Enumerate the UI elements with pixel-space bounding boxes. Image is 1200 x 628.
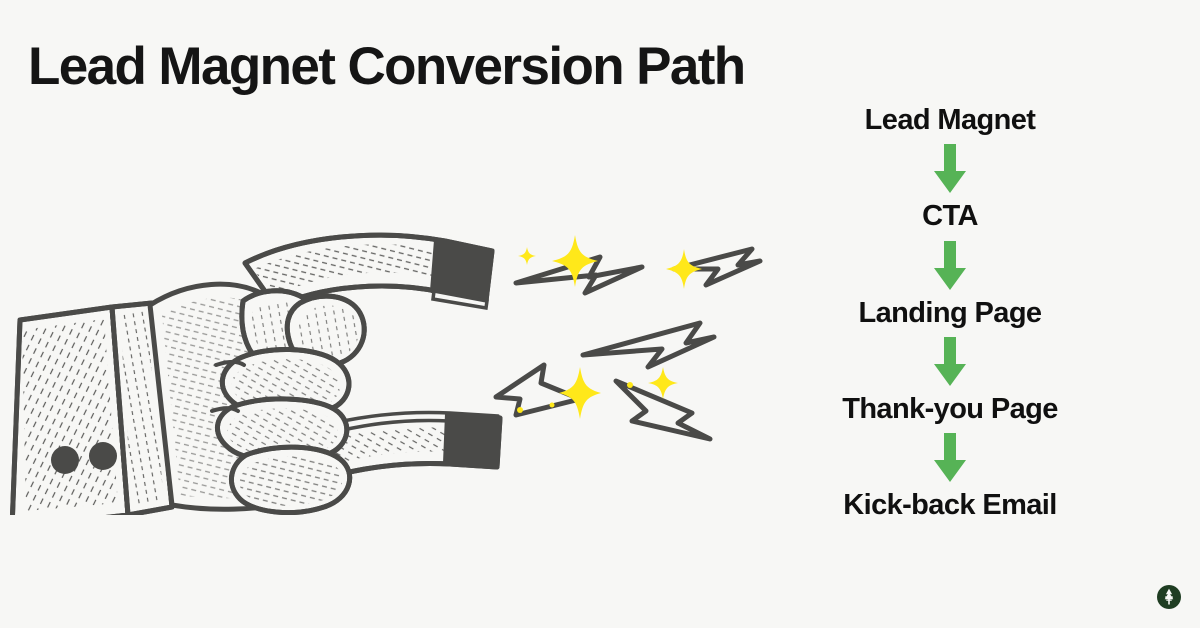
lightning-bolt-icon <box>513 254 645 296</box>
magnet-illustration-svg <box>9 232 763 515</box>
page-title: Lead Magnet Conversion Path <box>28 37 746 96</box>
down-arrow-icon <box>933 240 967 291</box>
sparkle-dot-icon <box>627 382 633 388</box>
down-arrow-icon <box>933 337 967 387</box>
flow-step-cta: CTA <box>922 200 978 233</box>
lightning-bolt-icon <box>580 320 717 370</box>
sparkle-icon <box>666 249 702 289</box>
lightning-bolt-icon <box>671 246 763 288</box>
sparkle-dot-icon <box>549 402 555 408</box>
sparkle-icon <box>559 367 601 419</box>
flow-step-kick-back-email: Kick-back Email <box>843 489 1057 522</box>
suit-sleeve <box>9 300 175 515</box>
flow-step-lead-magnet: Lead Magnet <box>864 104 1036 136</box>
down-arrow-icon <box>933 433 967 483</box>
conversion-flow: Lead Magnet CTA Landing Page Thank-you P… <box>760 104 1140 523</box>
flow-step-thank-you-page: Thank-you Page <box>842 393 1058 426</box>
sparkle-dot-icon <box>517 407 523 413</box>
hand-fist <box>147 281 367 515</box>
pine-tree-badge-logo <box>1157 585 1181 609</box>
hand-holding-horseshoe-magnet-illustration <box>0 215 790 515</box>
pine-tree-icon <box>1164 588 1174 605</box>
sparkles <box>517 235 702 419</box>
lightning-bolt-icon <box>613 378 713 442</box>
sparkle-icon <box>648 367 678 399</box>
down-arrow-icon <box>933 144 967 194</box>
cuff-button <box>89 442 117 470</box>
sparkle-icon <box>552 235 598 287</box>
lightning-bolts <box>493 246 763 442</box>
cuff-button <box>51 446 79 474</box>
sparkle-icon <box>518 247 536 265</box>
flow-step-landing-page: Landing Page <box>858 296 1043 329</box>
magnet-tip-lower <box>443 412 502 469</box>
